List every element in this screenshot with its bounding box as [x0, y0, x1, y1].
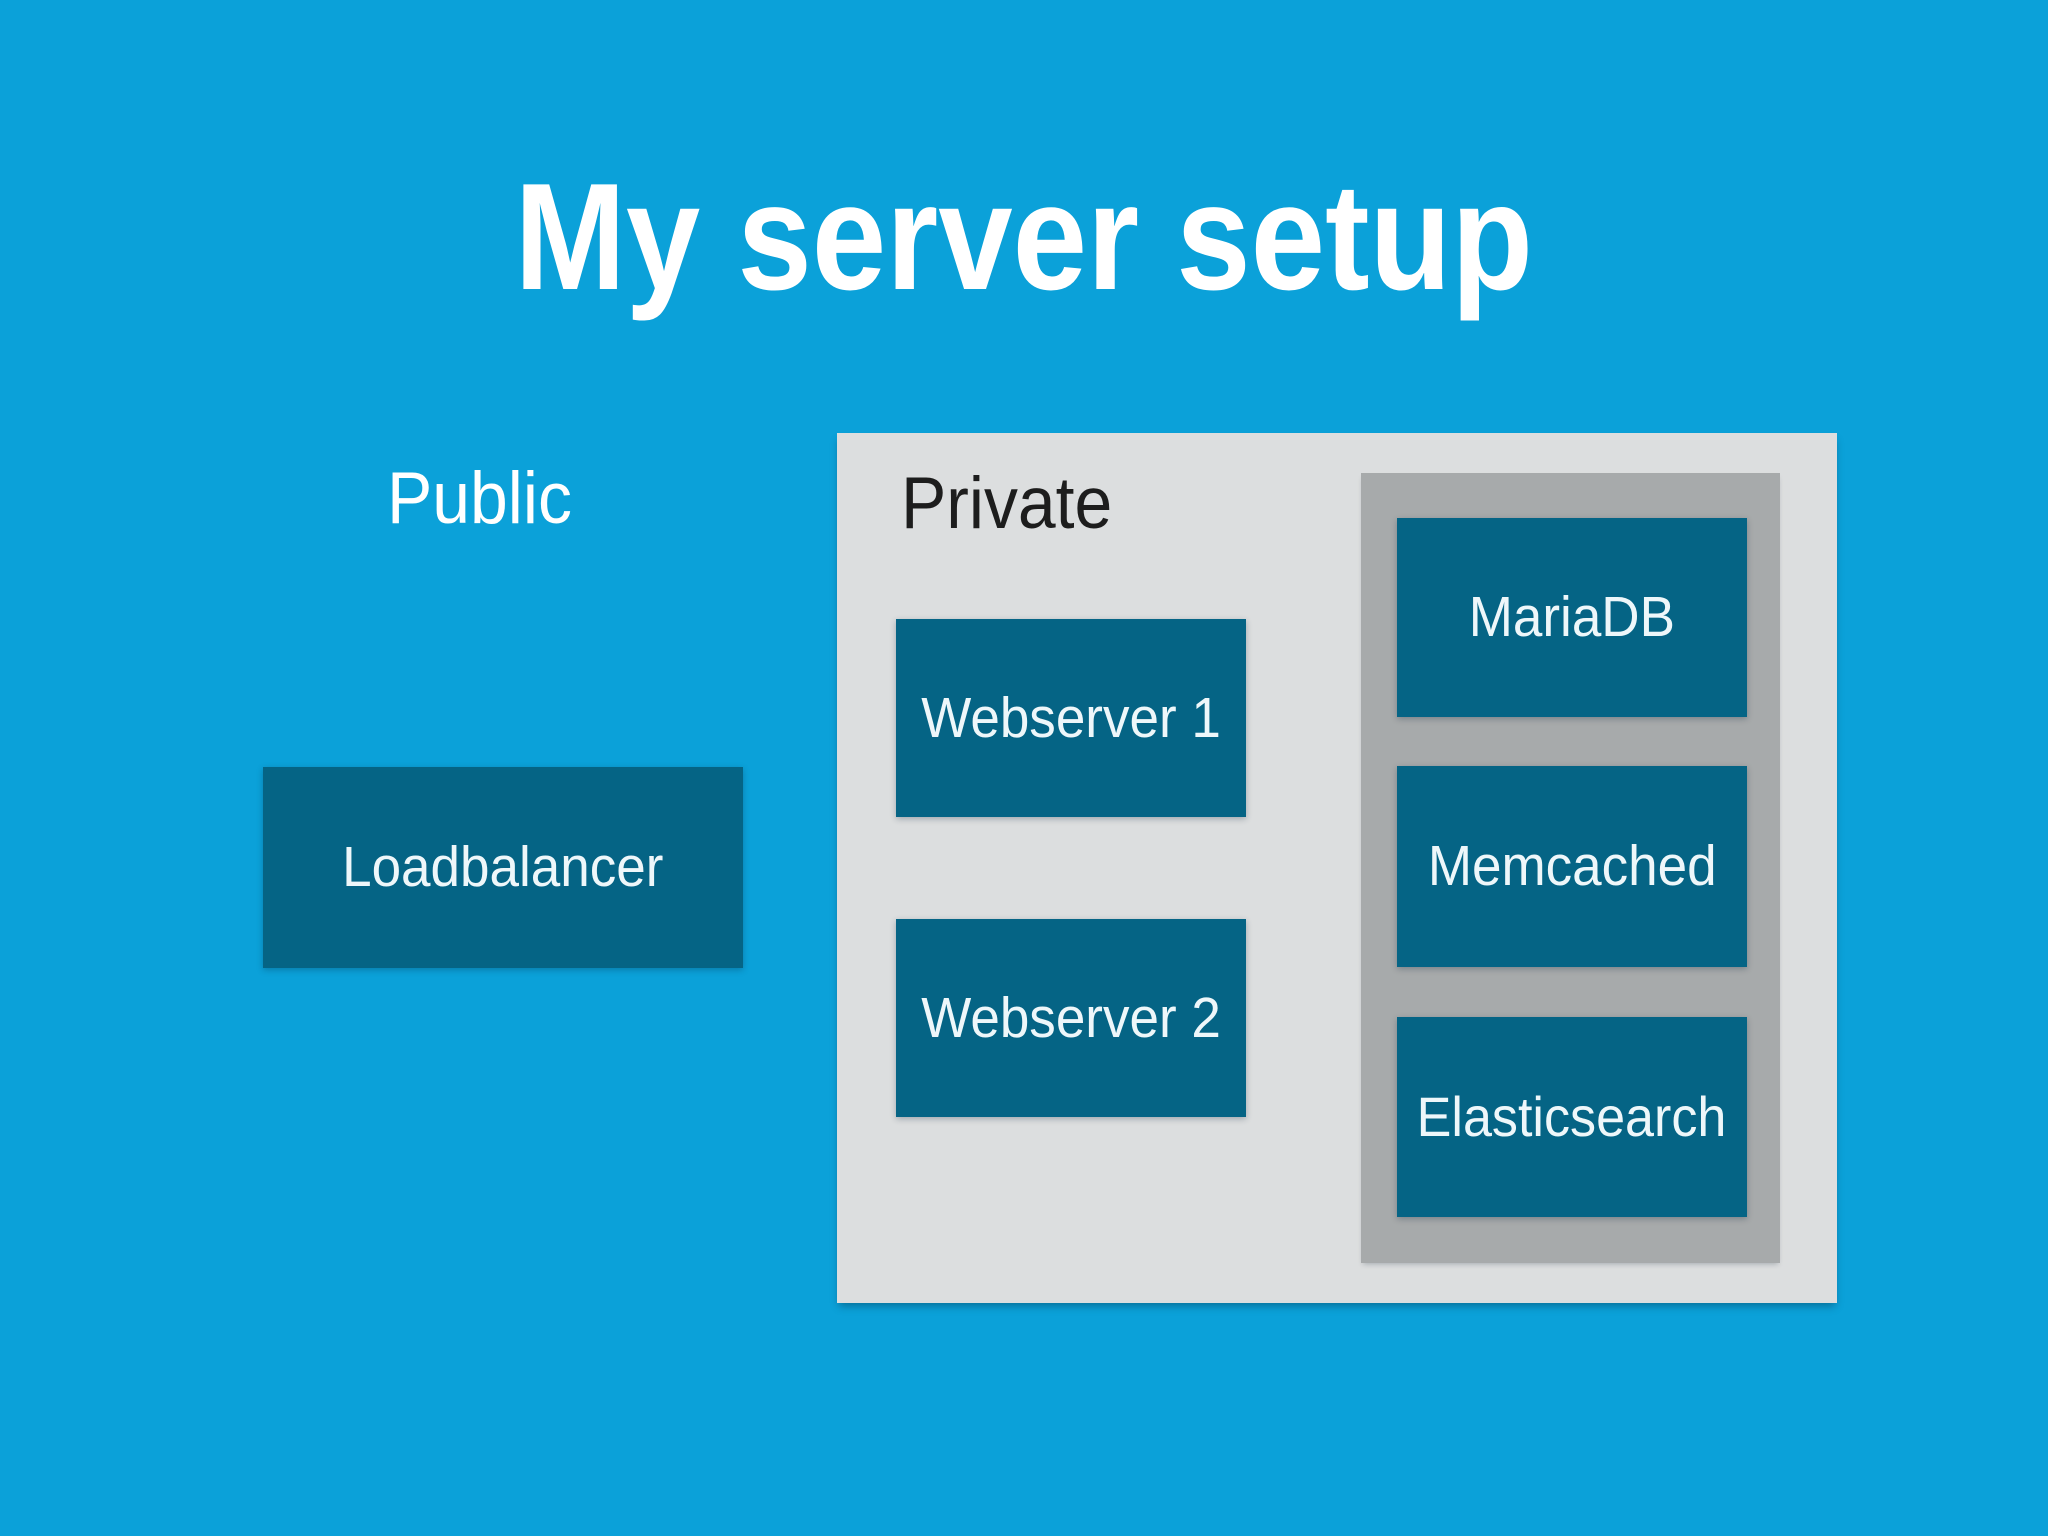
- node-mariadb-label: MariaDB: [1468, 585, 1676, 649]
- node-loadbalancer: Loadbalancer: [263, 767, 743, 968]
- node-webserver-1-label: Webserver 1: [921, 685, 1221, 750]
- node-memcached-label: Memcached: [1427, 834, 1717, 898]
- private-zone-label-text: Private: [901, 463, 1113, 544]
- node-webserver-2-label: Webserver 2: [921, 985, 1221, 1050]
- node-webserver-2: Webserver 2: [896, 919, 1246, 1117]
- private-zone-panel: Private Webserver 1 Webserver 2 MariaDB …: [837, 433, 1837, 1303]
- node-loadbalancer-label: Loadbalancer: [342, 835, 664, 899]
- node-webserver-1: Webserver 1: [896, 619, 1246, 817]
- private-zone-label: Private: [901, 467, 1128, 540]
- node-elasticsearch-label: Elasticsearch: [1417, 1085, 1727, 1148]
- public-zone-label: Public: [387, 462, 586, 535]
- public-zone-label-text: Public: [387, 458, 572, 539]
- node-memcached: Memcached: [1397, 766, 1747, 967]
- data-tier-panel: MariaDB Memcached Elasticsearch: [1361, 473, 1780, 1263]
- diagram-title: My server setup: [0, 150, 2048, 325]
- node-elasticsearch: Elasticsearch: [1397, 1017, 1747, 1217]
- diagram-title-text: My server setup: [514, 152, 1534, 322]
- node-mariadb: MariaDB: [1397, 518, 1747, 717]
